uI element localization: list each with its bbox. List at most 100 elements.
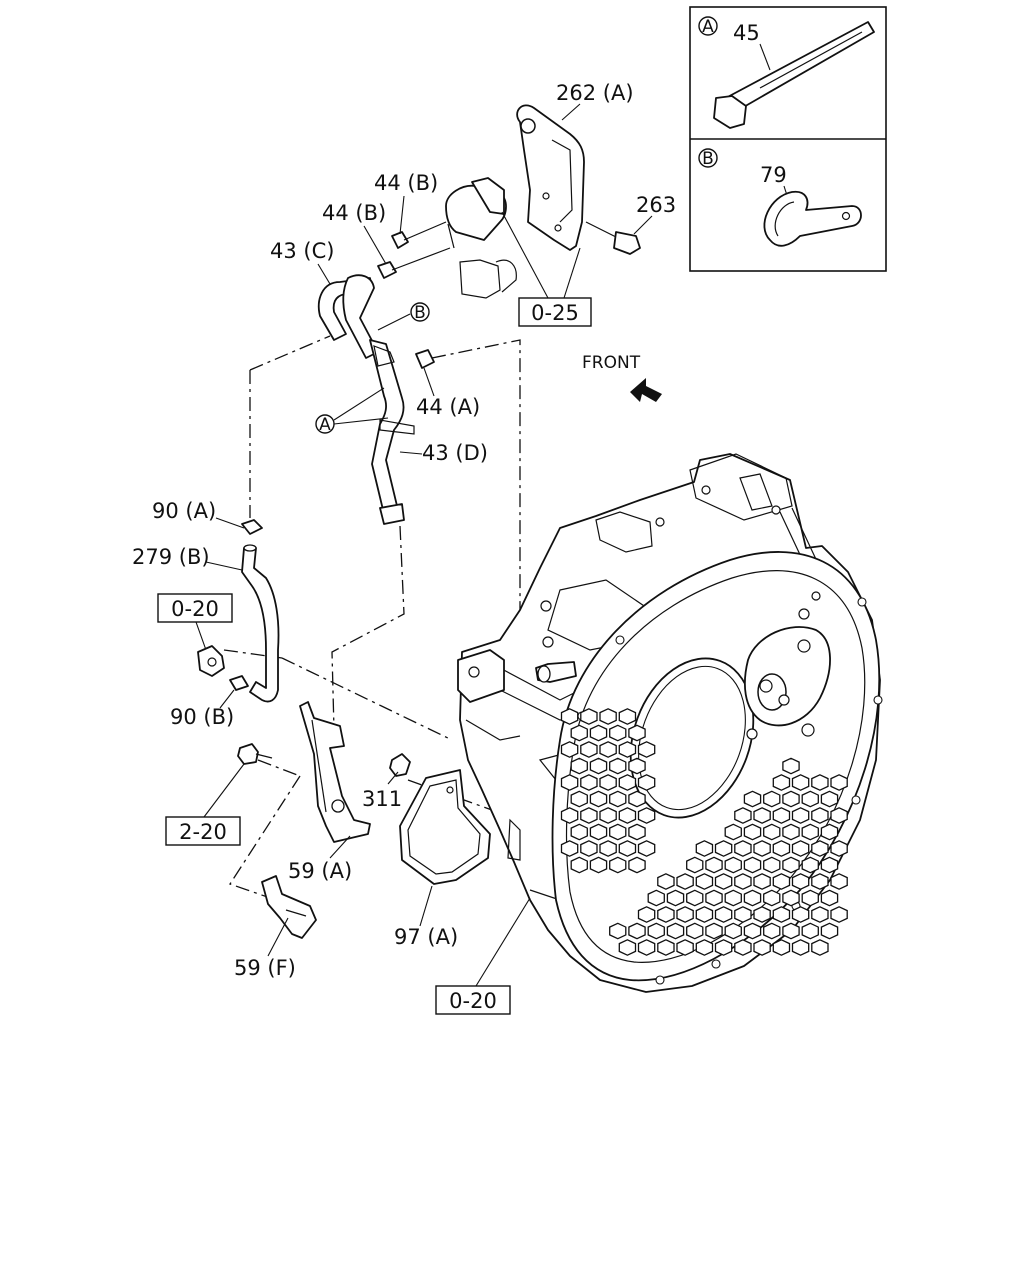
honeycomb-cell	[830, 774, 848, 791]
honeycomb-cell	[811, 807, 829, 824]
honeycomb-cell	[676, 906, 694, 923]
honeycomb-cell	[570, 790, 588, 808]
honeycomb-cell	[580, 840, 598, 857]
svg-text:B: B	[414, 303, 426, 323]
honeycomb-cell	[782, 790, 800, 808]
honeycomb-cell	[811, 939, 829, 956]
honeycomb-cell	[791, 906, 810, 923]
callout-90b: 90 (B)	[170, 705, 234, 729]
callout-79: 79	[760, 163, 787, 187]
front-direction: FRONT	[582, 353, 662, 402]
bolt-263	[585, 221, 641, 255]
ref-box-0-25[interactable]: 0-25	[518, 297, 592, 327]
fitting	[197, 645, 225, 677]
honeycomb-cell	[647, 889, 665, 907]
ref-box-2-20[interactable]: 2-20	[165, 816, 241, 846]
honeycomb-cell	[637, 807, 656, 824]
inset-marker-b: B	[698, 148, 718, 169]
honeycomb-cell	[772, 906, 791, 923]
honeycomb-cell	[599, 774, 617, 791]
honeycomb-cell	[811, 774, 829, 791]
bracket-59a	[299, 701, 371, 843]
bracket-59f	[261, 875, 317, 939]
clamp-44b-mid	[377, 247, 451, 279]
svg-text:0-20: 0-20	[171, 597, 219, 621]
honeycomb-cell	[628, 790, 646, 808]
honeycomb-cell	[763, 856, 781, 874]
honeycomb-cell	[724, 856, 742, 874]
honeycomb-cell	[618, 741, 637, 758]
callout-263: 263	[636, 193, 676, 217]
honeycomb-cell	[618, 708, 637, 725]
honeycomb-cell	[570, 757, 588, 775]
honeycomb-cell	[734, 807, 752, 824]
honeycomb-cell	[589, 757, 608, 775]
cover-plate-97a	[399, 769, 491, 885]
honeycomb-cell	[589, 823, 608, 841]
honeycomb-cell	[628, 823, 646, 841]
honeycomb-cell	[560, 807, 579, 824]
clamp-44a	[415, 349, 435, 369]
honeycomb-cell	[734, 840, 752, 857]
honeycomb-cell	[743, 922, 762, 940]
honeycomb-cell	[609, 790, 627, 808]
honeycomb-cell	[580, 807, 598, 824]
honeycomb-cell	[637, 741, 656, 758]
pipe-279b	[241, 544, 280, 703]
honeycomb-cell	[589, 856, 608, 874]
callout-43c: 43 (C)	[270, 239, 334, 263]
callout-279b: 279 (B)	[132, 545, 210, 569]
svg-text:A: A	[319, 415, 331, 435]
honeycomb-cell	[772, 873, 791, 890]
honeycomb-cell	[560, 708, 579, 725]
honeycomb-cell	[666, 889, 685, 907]
honeycomb-cell	[570, 856, 588, 874]
honeycomb-cell	[570, 724, 588, 742]
honeycomb-cell	[782, 757, 800, 775]
honeycomb-cell	[753, 906, 771, 923]
honeycomb-cell	[743, 856, 762, 874]
callout-44b-top: 44 (B)	[374, 171, 438, 195]
honeycomb-cell	[782, 889, 800, 907]
honeycomb-cell	[743, 889, 762, 907]
honeycomb-cell	[618, 774, 637, 791]
honeycomb-cell	[560, 774, 579, 791]
honeycomb-cell	[763, 922, 781, 940]
honeycomb-cell	[695, 840, 714, 857]
honeycomb-cell	[772, 774, 791, 791]
bracket-262a	[516, 104, 585, 251]
honeycomb-cell	[714, 939, 733, 956]
honeycomb-cell	[647, 922, 665, 940]
honeycomb-cell	[734, 939, 752, 956]
ref-box-0-20-left[interactable]: 0-20	[157, 593, 233, 623]
p-clip-icon	[763, 190, 862, 247]
honeycomb-cell	[695, 906, 714, 923]
honeycomb-cell	[580, 774, 598, 791]
callout-97a: 97 (A)	[394, 925, 458, 949]
honeycomb-cell	[609, 823, 627, 841]
honeycomb-cell	[637, 906, 656, 923]
honeycomb-cell	[782, 922, 800, 940]
ref-box-0-20-bottom[interactable]: 0-20	[435, 985, 511, 1015]
svg-text:0-20: 0-20	[449, 989, 497, 1013]
nut-311	[389, 753, 411, 777]
honeycomb-cell	[753, 807, 771, 824]
inset-panel: A 45 B 79	[689, 6, 887, 272]
honeycomb-cell	[782, 823, 800, 841]
honeycomb-cell	[599, 807, 617, 824]
honeycomb-cell	[705, 856, 723, 874]
honeycomb-cell	[714, 906, 733, 923]
honeycomb-cell	[801, 856, 819, 874]
honeycomb-cell	[705, 889, 723, 907]
honeycomb-cell	[753, 873, 771, 890]
honeycomb-cell	[560, 741, 579, 758]
honeycomb-cell	[734, 873, 752, 890]
honeycomb-cell	[763, 790, 781, 808]
honeycomb-cell	[686, 856, 704, 874]
honeycomb-cell	[753, 939, 771, 956]
honeycomb-cell	[830, 873, 848, 890]
svg-text:0-25: 0-25	[531, 301, 579, 325]
flywheel-housing	[457, 453, 883, 993]
honeycomb-cell	[676, 939, 694, 956]
